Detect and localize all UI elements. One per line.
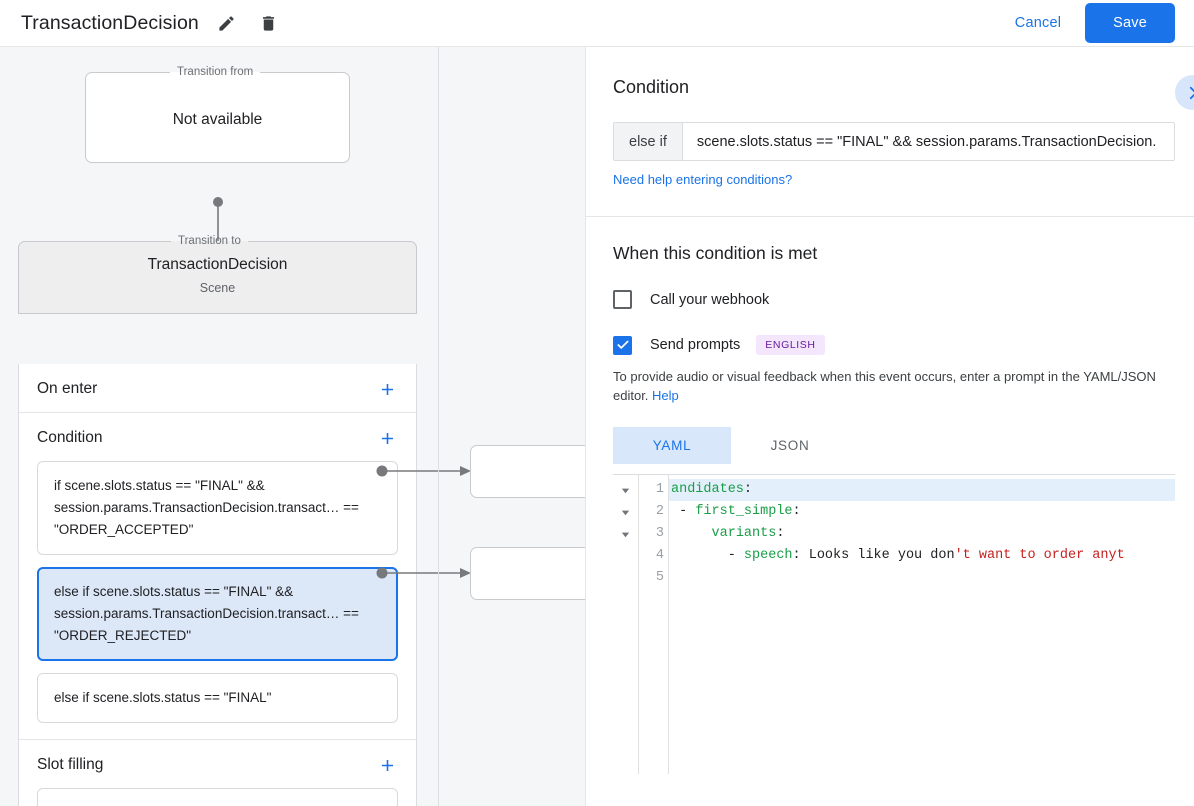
condition-item-3[interactable]: else if scene.slots.status == "FINAL" (37, 673, 398, 723)
condition-help-link[interactable]: Need help entering conditions? (613, 172, 793, 187)
editor-line-number: 1 (655, 482, 664, 497)
slot-validation-item[interactable]: Slot validation (37, 788, 398, 806)
node-sections-panel: On enter Condition if scene.slots.status… (18, 364, 417, 806)
tab-json[interactable]: JSON (770, 438, 810, 453)
send-prompts-checkbox[interactable] (613, 335, 632, 355)
code-token: - (671, 548, 744, 563)
editor-line-number: 2 (655, 504, 664, 519)
code-token: variants (711, 526, 777, 541)
editor-line-numbers: 1 2 3 4 5 (639, 475, 669, 774)
target-node-box-1[interactable] (470, 445, 600, 498)
editor-code-line[interactable]: - first_simple: (669, 501, 1175, 523)
condition-input-row[interactable]: else if (613, 122, 1175, 161)
prompts-helper-text: To provide audio or visual feedback when… (613, 367, 1173, 405)
condition-prefix-label: else if (614, 123, 683, 160)
transition-to-legend: Transition to (178, 235, 241, 247)
webhook-checkbox-row[interactable]: Call your webhook (613, 290, 1175, 309)
code-token: 't want to order anyt (954, 548, 1125, 563)
transition-to-subtitle: Scene (199, 281, 236, 295)
right-panel-title: Condition (613, 77, 690, 97)
editor-fold-gutter (613, 475, 639, 774)
editor-line-number: 3 (655, 526, 664, 541)
code-token: - (671, 504, 696, 519)
section-header-condition: Condition (19, 413, 416, 461)
code-token: Looks like you don (808, 548, 955, 563)
editor-code-line[interactable]: andidates: (669, 479, 1175, 501)
edge-condition-1 (376, 465, 471, 477)
slot-filling-list: Slot validation (19, 788, 416, 806)
send-prompts-checkbox-row[interactable]: Send prompts ENGLISH (613, 335, 1175, 355)
code-token: : (776, 526, 785, 541)
graph-canvas[interactable]: Transition from Not available Transition… (0, 47, 600, 806)
code-token (671, 526, 712, 541)
section-on-enter: On enter (19, 364, 416, 413)
page-title: TransactionDecision (21, 11, 199, 34)
pencil-icon[interactable] (213, 9, 241, 37)
top-bar: TransactionDecision Cancel Save (0, 0, 1194, 47)
add-condition-plus-icon[interactable] (376, 427, 398, 449)
editor-line-number: 5 (655, 570, 664, 585)
editor-line-number: 4 (655, 548, 664, 563)
section-header-slot-filling: Slot filling (19, 740, 416, 788)
condition-expression-input[interactable] (682, 123, 1174, 160)
transition-to-card[interactable]: Transition to TransactionDecision Scene (18, 235, 417, 314)
transition-to-body: TransactionDecision Scene (19, 247, 416, 313)
editor-code-area[interactable]: andidates: - first_simple: variants: - s… (669, 475, 1175, 774)
add-on-enter-plus-icon[interactable] (376, 378, 398, 400)
section-header-on-enter: On enter (19, 364, 416, 412)
fold-toggle-icon[interactable] (613, 479, 638, 501)
condition-list: if scene.slots.status == "FINAL" && sess… (19, 461, 416, 739)
cancel-button[interactable]: Cancel (1005, 7, 1071, 39)
section-slot-filling: Slot filling Slot validation (19, 740, 416, 806)
section-title-slot-filling: Slot filling (37, 756, 104, 773)
code-token: andidates (671, 482, 744, 497)
code-token: speech (743, 548, 793, 563)
prompts-help-link[interactable]: Help (652, 388, 679, 403)
call-webhook-checkbox[interactable] (613, 290, 632, 309)
yaml-code-editor[interactable]: 1 2 3 4 5 andidates: - first_simple: variant… (613, 474, 1175, 774)
code-token: first_simple (695, 504, 793, 519)
send-prompts-label: Send prompts (650, 337, 741, 353)
transition-from-value: Not available (172, 111, 263, 128)
tab-yaml[interactable]: YAML (613, 427, 731, 464)
editor-format-tabs: YAML JSON (613, 427, 1175, 464)
target-node-box-2[interactable] (470, 547, 600, 600)
code-token: : (792, 548, 809, 563)
add-slot-filling-plus-icon[interactable] (376, 754, 398, 776)
fold-toggle-icon[interactable] (613, 501, 638, 523)
panel-divider (586, 216, 1194, 217)
editor-code-line[interactable]: variants: (669, 523, 1175, 545)
save-button[interactable]: Save (1085, 3, 1175, 43)
section-condition: Condition if scene.slots.status == "FINA… (19, 413, 416, 740)
fold-spacer (613, 545, 638, 567)
trash-icon[interactable] (255, 9, 283, 37)
canvas-vertical-guide (438, 47, 439, 806)
code-token: : (743, 482, 753, 497)
language-badge: ENGLISH (756, 335, 825, 355)
when-condition-met-section: When this condition is met Call your web… (586, 217, 1194, 774)
transition-to-title: TransactionDecision (147, 256, 288, 273)
edge-condition-2 (376, 567, 471, 579)
transition-from-card[interactable]: Transition from Not available (85, 66, 350, 163)
condition-item-2-selected[interactable]: else if scene.slots.status == "FINAL" &&… (37, 567, 398, 661)
editor-code-line[interactable]: - speech: Looks like you don't want to o… (669, 545, 1175, 567)
prompts-helper-sentence: To provide audio or visual feedback when… (613, 369, 1156, 403)
section-title-on-enter: On enter (37, 380, 98, 397)
condition-details-panel: Condition else if Need help entering con… (585, 47, 1194, 806)
editor-code-line[interactable] (669, 567, 1175, 589)
transition-from-legend: Transition from (177, 66, 254, 78)
fold-toggle-icon[interactable] (613, 523, 638, 545)
fold-spacer (613, 567, 638, 589)
section-title-condition: Condition (37, 429, 103, 446)
call-webhook-label: Call your webhook (650, 291, 770, 308)
code-token: : (792, 504, 801, 519)
right-panel-header: Condition (586, 47, 1194, 110)
when-condition-met-heading: When this condition is met (613, 243, 818, 263)
chevron-right-icon[interactable] (1175, 75, 1194, 110)
condition-item-1[interactable]: if scene.slots.status == "FINAL" && sess… (37, 461, 398, 555)
